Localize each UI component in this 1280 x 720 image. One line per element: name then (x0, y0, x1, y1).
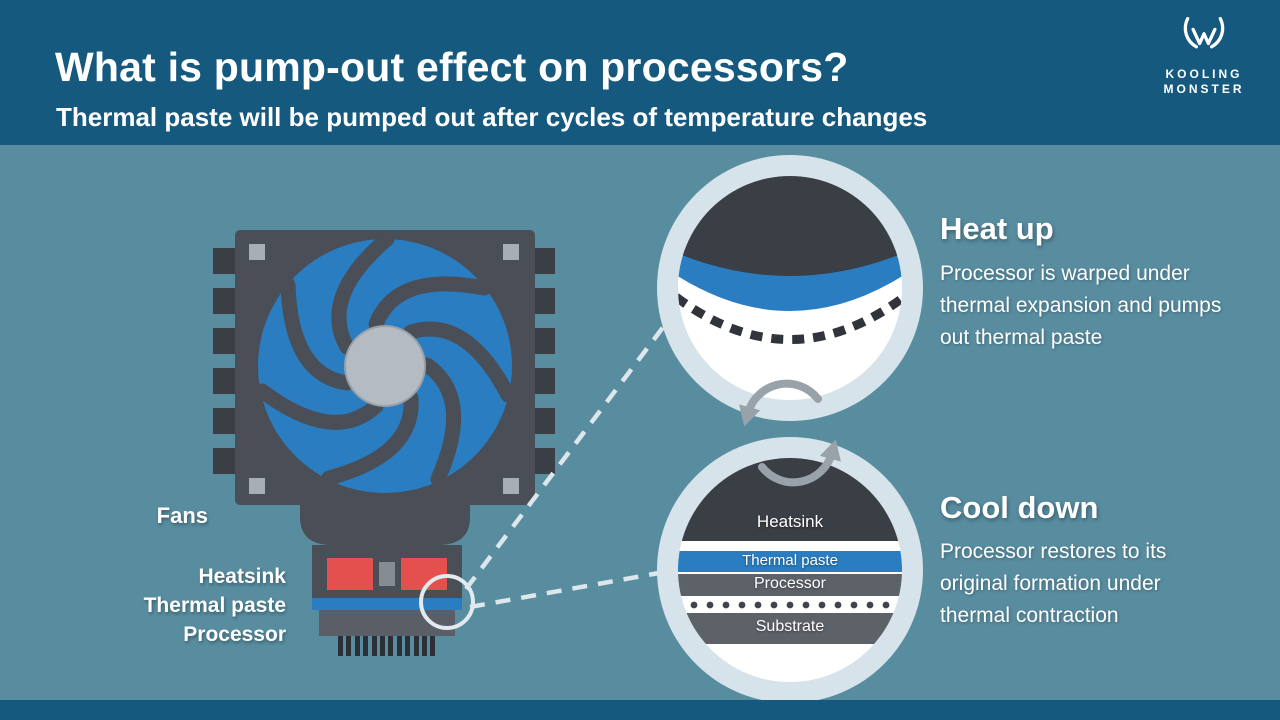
header: What is pump-out effect on processors? T… (0, 0, 1280, 145)
callout-lines (464, 324, 666, 610)
logo-text-kooling: KOOLING (1165, 67, 1243, 81)
diagram-illustration (213, 155, 923, 700)
fan-screws (249, 244, 519, 494)
fan-blade-gaps (254, 231, 516, 487)
inset-label-substrate: Substrate (755, 618, 825, 635)
heat-up-inset (657, 155, 923, 421)
kooling-monster-logo: KOOLING MONSTER (1144, 12, 1264, 97)
cycle-arrows-icon (739, 379, 841, 487)
processor-pins (338, 636, 435, 656)
cool-down-body: Processor restores to its original forma… (940, 540, 1167, 627)
cpu-cooler (213, 230, 555, 656)
inset-label-processor: Processor (753, 575, 827, 592)
heatsink-base (312, 545, 462, 598)
highlight-circle (419, 574, 475, 630)
heat-up-heading: Heat up (940, 211, 1054, 246)
inset-substrate-strip (678, 613, 902, 644)
label-thermal-paste: Thermal paste (143, 594, 286, 617)
fan (254, 231, 516, 493)
label-stack: Heatsink Thermal paste Processor (46, 562, 286, 649)
fan-hub (344, 325, 426, 407)
mount-bracket (300, 505, 470, 545)
logo-text-monster: MONSTER (1163, 82, 1245, 96)
diagram-area: Fans Heatsink Thermal paste Processor He… (0, 145, 1280, 700)
thermal-paste-layer (312, 598, 462, 610)
label-fans: Fans (156, 503, 208, 528)
inset-label-heatsink: Heatsink (756, 512, 824, 531)
label-heatsink: Heatsink (198, 565, 286, 588)
cool-down-inset (657, 437, 923, 700)
cool-down-heading: Cool down (940, 490, 1099, 525)
inset-label-thermal-paste: Thermal paste (742, 552, 838, 569)
solder-balls (690, 601, 890, 609)
callout-line-cool (469, 570, 660, 610)
callout-line-heat (464, 324, 666, 591)
inset-thermal-paste-strip (678, 551, 902, 572)
label-processor: Processor (183, 623, 286, 646)
page-subtitle: Thermal paste will be pumped out after c… (56, 102, 928, 132)
warped-processor-outline (678, 293, 902, 344)
heat-up-body: Processor is warped under thermal expans… (940, 262, 1222, 349)
monster-icon (1183, 16, 1225, 49)
page-title: What is pump-out effect on processors? (55, 44, 849, 90)
inset-processor-strip (678, 574, 902, 596)
bottom-strip (0, 700, 1280, 720)
processor-chip (319, 610, 455, 656)
